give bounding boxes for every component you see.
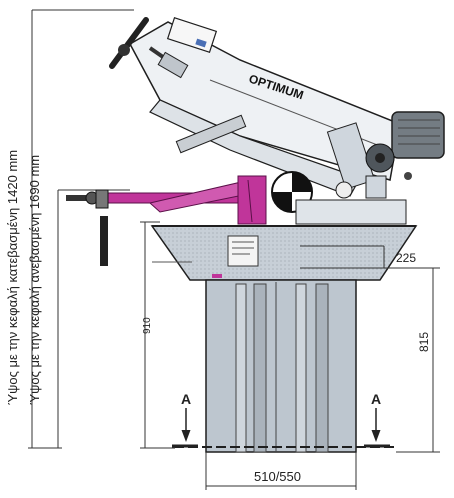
dim-815-text: 815 xyxy=(417,332,431,352)
vise-arm xyxy=(107,175,267,225)
motor xyxy=(365,111,445,199)
dim-base-text: 510/550 xyxy=(254,469,301,484)
dimension-225 xyxy=(300,245,385,268)
dimension-910 xyxy=(140,221,192,449)
height-dimension-lines xyxy=(28,9,134,449)
dim-225-text: 225 xyxy=(396,251,416,265)
stand xyxy=(150,225,418,453)
dimension-base xyxy=(205,452,357,490)
dim-910-text: 910 xyxy=(142,317,153,334)
section-marker-right xyxy=(364,408,390,448)
section-a-right: A xyxy=(371,391,381,407)
vise-handwheel-icon[interactable] xyxy=(66,189,109,266)
saw-head xyxy=(109,16,401,197)
height-lowered-label: Ύψος με την κεφαλή κατεβασμένη 1420 mm xyxy=(5,149,20,405)
pivot-quadrant-icon xyxy=(271,171,313,213)
section-a-left: A xyxy=(181,391,191,407)
base-plate xyxy=(295,199,407,225)
dimension-815 xyxy=(300,267,440,453)
height-raised-label: Ύψος με την κεφαλή ανεβασμένη 1690 mm xyxy=(27,154,42,405)
section-marker-left xyxy=(172,408,198,448)
pivot-bolt-icon xyxy=(335,181,353,199)
